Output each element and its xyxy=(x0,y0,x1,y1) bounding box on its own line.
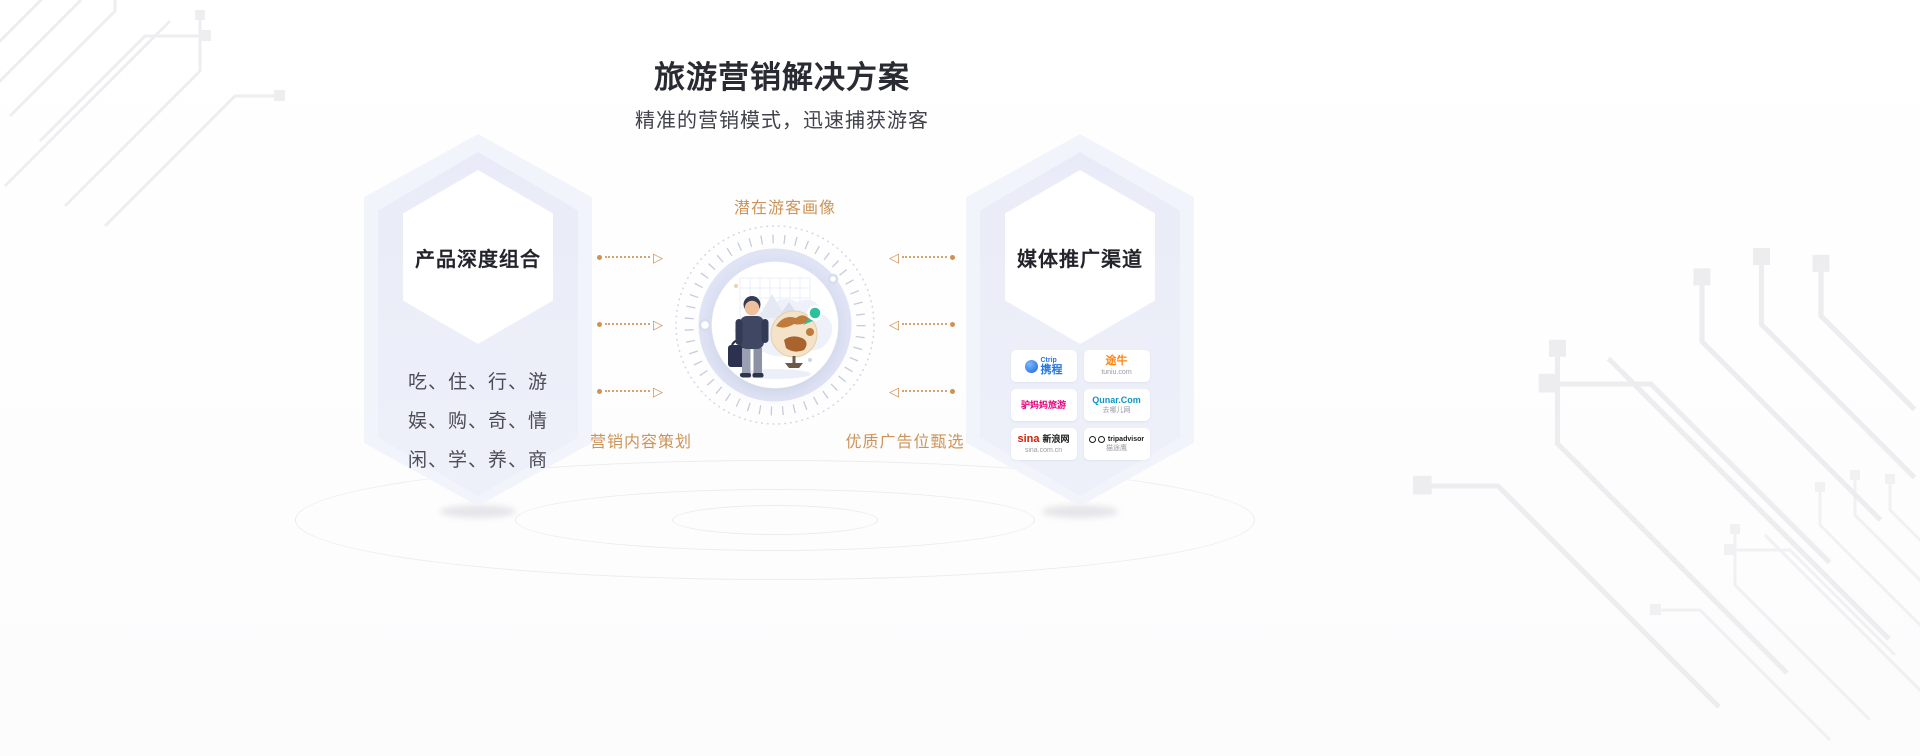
list-item: 闲、学、养、商 xyxy=(407,450,548,471)
continent xyxy=(806,328,814,336)
label-marketing-content-planning: 营销内容策划 xyxy=(589,434,692,451)
arrow-dot xyxy=(950,254,955,260)
left-panel-product-mix: 产品深度组合 吃、住、行、游 娱、购、奇、情 闲、学、养、商 xyxy=(364,134,592,506)
arrow-dot xyxy=(950,388,955,394)
leg xyxy=(742,348,751,375)
flow-arrow-left-1: ▷ xyxy=(597,249,663,265)
flow-arrow-left-2: ▷ xyxy=(597,316,663,332)
leg xyxy=(753,348,762,375)
label-potential-tourist-profile: 潜在游客画像 xyxy=(733,200,836,217)
ring-node-top-right xyxy=(827,273,839,285)
logo-lvmama: 驴妈妈旅游 xyxy=(1010,389,1077,421)
arrow-triangle-left-icon: ◁ xyxy=(889,383,899,399)
location-pin xyxy=(807,305,823,321)
globe-stand xyxy=(792,356,796,363)
tripadvisor-owl-icon xyxy=(1088,436,1105,443)
hexagon-title-badge: 媒体推广渠道 xyxy=(1005,170,1155,344)
logo-text: Ctrip xyxy=(1040,356,1057,364)
arrow-triangle-left-icon: ◁ xyxy=(889,249,899,265)
arrow-dot xyxy=(597,254,602,260)
arrow-dot xyxy=(597,388,602,394)
circuit-pattern-top-left xyxy=(0,0,300,256)
logo-subtext: 去哪儿网 xyxy=(1102,407,1131,414)
platform-ellipse-inner xyxy=(672,505,878,535)
logo-subtext: tuniu.com xyxy=(1101,369,1132,376)
platform-ellipse-outer xyxy=(295,460,1255,580)
logo-qunar: Qunar.Com 去哪儿网 xyxy=(1083,389,1150,421)
arrow-dotted-line xyxy=(605,323,650,325)
torso xyxy=(740,316,764,349)
hexagon-title-badge: 产品深度组合 xyxy=(403,170,553,344)
deco-dot xyxy=(734,284,738,288)
arrow-dot xyxy=(950,321,955,327)
logo-text: 携程 xyxy=(1040,363,1063,376)
arm xyxy=(735,319,743,345)
label-premium-ad-slot-selection: 优质广告位甄选 xyxy=(845,434,965,451)
product-category-list: 吃、住、行、游 娱、购、奇、情 闲、学、养、商 xyxy=(378,367,578,484)
right-panel-media-channels: 媒体推广渠道 Ctrip 携程 途牛 tuniu.com 驴妈妈旅游 xyxy=(966,134,1194,506)
list-item: 吃、住、行、游 xyxy=(407,372,548,393)
page-subtitle: 精准的营销模式，迅速捕获游客 xyxy=(635,110,929,132)
arrow-triangle-right-icon: ▷ xyxy=(653,383,663,399)
deco-dot xyxy=(808,358,812,362)
logo-text: tripadvisor xyxy=(1107,436,1145,443)
media-logo-grid: Ctrip 携程 途牛 tuniu.com 驴妈妈旅游 Qunar.Com 去哪… xyxy=(1009,350,1151,460)
logo-tuniu: 途牛 tuniu.com xyxy=(1083,350,1150,382)
shoe xyxy=(740,373,751,378)
face xyxy=(744,300,760,316)
shoe xyxy=(752,373,764,378)
ring-node-left xyxy=(698,318,712,332)
center-dial-illustration xyxy=(675,225,875,425)
flow-arrow-right-1: ◁ xyxy=(889,249,955,265)
arm xyxy=(761,319,769,343)
arrow-triangle-left-icon: ◁ xyxy=(889,316,899,332)
arrow-dotted-line xyxy=(605,390,650,392)
flow-arrow-right-3: ◁ xyxy=(889,383,955,399)
traveler-globe-illustration xyxy=(728,277,833,379)
arrow-dotted-line xyxy=(902,323,947,325)
arrow-dot xyxy=(597,321,602,327)
logo-text: 驴妈妈旅游 xyxy=(1020,399,1066,410)
logo-text: sina xyxy=(1017,433,1040,445)
left-panel-title: 产品深度组合 xyxy=(415,248,541,271)
right-panel-title: 媒体推广渠道 xyxy=(1017,248,1143,271)
list-item: 娱、购、奇、情 xyxy=(407,411,548,432)
continent xyxy=(784,336,807,352)
circuit-pattern-bottom-right xyxy=(1640,470,1920,756)
logo-text: 新浪网 xyxy=(1042,434,1070,444)
arrow-dotted-line xyxy=(902,256,947,258)
logo-sina: sina 新浪网 sina.com.cn xyxy=(1010,428,1077,460)
logo-text: Qunar.Com xyxy=(1092,395,1141,405)
luggage-bag xyxy=(728,345,745,367)
page-title: 旅游营销解决方案 xyxy=(654,60,910,95)
ctrip-dolphin-icon xyxy=(1024,359,1038,373)
mountain xyxy=(758,294,786,318)
arrow-dotted-line xyxy=(605,256,650,258)
logo-ctrip: Ctrip 携程 xyxy=(1010,350,1077,382)
flow-arrow-left-3: ▷ xyxy=(597,383,663,399)
globe-base xyxy=(785,363,803,368)
arrow-dotted-line xyxy=(902,390,947,392)
logo-text: 途牛 xyxy=(1105,355,1128,367)
right-hexagon-shadow xyxy=(1042,505,1118,518)
tick-ring xyxy=(684,234,866,416)
platform-ellipse-middle xyxy=(515,489,1035,551)
left-hexagon-shadow xyxy=(440,505,516,518)
arrow-triangle-right-icon: ▷ xyxy=(653,316,663,332)
logo-tripadvisor: tripadvisor 猫途鹰 xyxy=(1083,428,1150,460)
logo-subtext: sina.com.cn xyxy=(1024,447,1063,454)
circuit-pattern-right xyxy=(1398,248,1920,756)
dashed-outer-circle xyxy=(675,225,875,425)
continent xyxy=(776,315,810,328)
logo-subtext: 猫途鹰 xyxy=(1106,445,1127,452)
arrow-triangle-right-icon: ▷ xyxy=(653,249,663,265)
flow-arrow-right-2: ◁ xyxy=(889,316,955,332)
